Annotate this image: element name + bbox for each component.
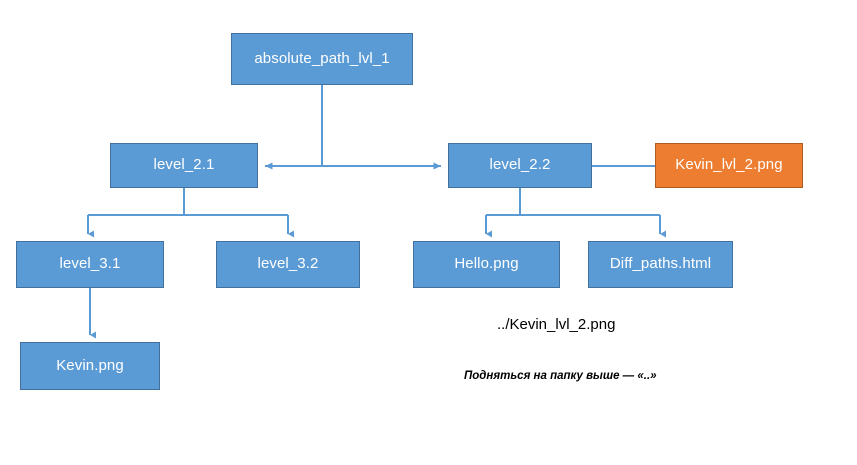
node-level-2-2[interactable]: level_2.2 (448, 143, 592, 188)
node-label: level_2.1 (153, 156, 215, 174)
node-label: Kevin_lvl_2.png (675, 156, 783, 174)
node-label: Diff_paths.html (609, 255, 712, 273)
connector-root-to-level2 (265, 85, 441, 170)
relative-path-caption: ../Kevin_lvl_2.png (497, 316, 616, 333)
node-label: level_2.2 (489, 156, 551, 174)
parent-folder-note: Подняться на папку выше — «..» (464, 370, 657, 382)
connector-level21-to-level3 (87, 188, 294, 238)
node-diff-paths-html[interactable]: Diff_paths.html (588, 241, 733, 288)
connector-level22-to-files (485, 188, 666, 238)
node-level-3-2[interactable]: level_3.2 (216, 241, 360, 288)
node-level-2-1[interactable]: level_2.1 (110, 143, 258, 188)
node-label: Hello.png (454, 255, 519, 273)
node-label: Kevin.png (56, 356, 124, 374)
node-kevin-lvl-2-png[interactable]: Kevin_lvl_2.png (655, 143, 803, 188)
node-label: level_3.2 (257, 255, 319, 273)
node-level-3-1[interactable]: level_3.1 (16, 241, 164, 288)
node-label: absolute_path_lvl_1 (254, 49, 390, 67)
node-absolute-path-lvl-1[interactable]: absolute_path_lvl_1 (231, 33, 413, 85)
node-kevin-png[interactable]: Kevin.png (20, 342, 160, 390)
node-label: level_3.1 (59, 255, 121, 273)
node-hello-png[interactable]: Hello.png (413, 241, 560, 288)
